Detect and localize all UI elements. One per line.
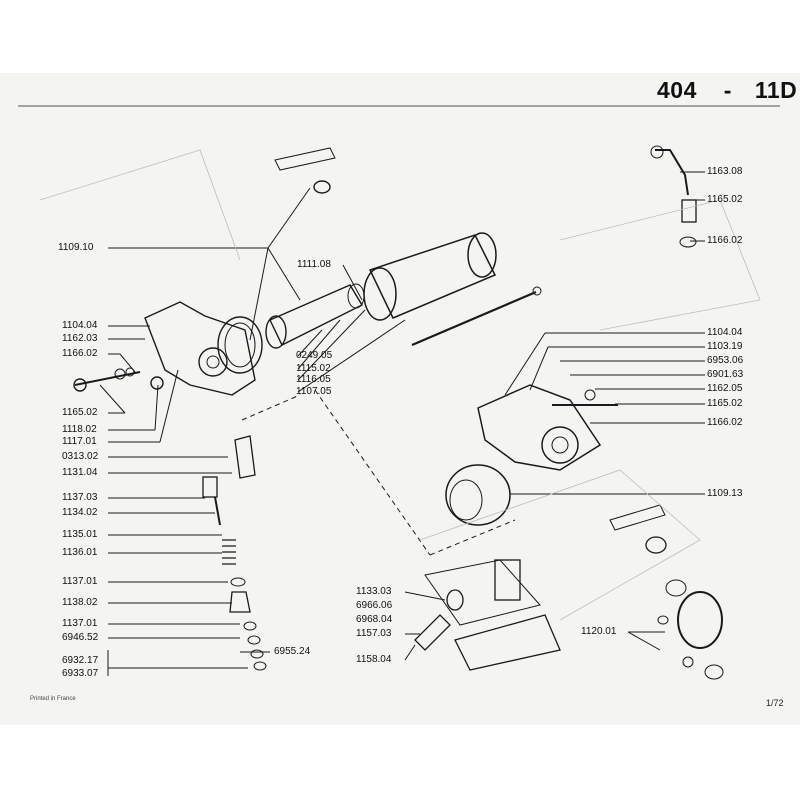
part-label: 6932.17 bbox=[62, 655, 99, 666]
part-label: 1133.03 bbox=[356, 586, 392, 597]
part-label: 6953.06 bbox=[707, 355, 744, 366]
part-label: 1136.01 bbox=[62, 547, 98, 558]
catalog-page bbox=[0, 73, 800, 725]
part-label: 1104.04 bbox=[707, 327, 743, 338]
part-label: 6966.06 bbox=[356, 600, 393, 611]
part-label: 0249.05 bbox=[296, 350, 333, 361]
part-label: 1163.08 bbox=[707, 166, 743, 177]
part-label: 1134.02 bbox=[62, 507, 98, 518]
part-label: 1162.05 bbox=[707, 383, 743, 394]
part-label: 1165.02 bbox=[707, 398, 743, 409]
part-label: 1117.01 bbox=[62, 436, 97, 447]
part-label: 6901.63 bbox=[707, 369, 744, 380]
part-label: 1118.02 bbox=[62, 424, 97, 435]
part-label: 1166.02 bbox=[62, 348, 98, 359]
header-separator: - bbox=[723, 77, 732, 103]
part-label: 1120.01 bbox=[581, 626, 617, 637]
part-label: 1166.02 bbox=[707, 235, 743, 246]
part-label: 1165.02 bbox=[707, 194, 743, 205]
part-label: 1135.01 bbox=[62, 529, 98, 540]
part-label: 1109.10 bbox=[58, 242, 94, 253]
part-label: 1116.05 bbox=[296, 374, 331, 385]
part-label: 1162.03 bbox=[62, 333, 98, 344]
part-label: 1137.03 bbox=[62, 492, 98, 503]
part-label: 6968.04 bbox=[356, 614, 393, 625]
page-number: 1/72 bbox=[766, 698, 784, 708]
part-label: 1131.04 bbox=[62, 467, 98, 478]
part-label: 1138.02 bbox=[62, 597, 98, 608]
part-label: 1109.13 bbox=[707, 488, 743, 499]
part-label: 6933.07 bbox=[62, 668, 99, 679]
model-number: 404 bbox=[657, 77, 697, 103]
part-label: 1165.02 bbox=[62, 407, 98, 418]
part-label: 1104.04 bbox=[62, 320, 98, 331]
part-label: 1115.02 bbox=[296, 363, 331, 374]
printed-note: Printed in France bbox=[30, 696, 76, 702]
part-label: 6946.52 bbox=[62, 632, 99, 643]
part-label: 1103.19 bbox=[707, 341, 743, 352]
part-label: 1158.04 bbox=[356, 654, 392, 665]
part-label: 1157.03 bbox=[356, 628, 392, 639]
part-label: 1111.08 bbox=[297, 259, 331, 270]
part-label: 1107.05 bbox=[296, 386, 332, 397]
part-label: 0313.02 bbox=[62, 451, 99, 462]
part-label: 1137.01 bbox=[62, 576, 98, 587]
part-label: 1166.02 bbox=[707, 417, 743, 428]
part-label: 6955.24 bbox=[274, 646, 311, 657]
section-code: 11D bbox=[754, 77, 798, 103]
part-label: 1137.01 bbox=[62, 618, 98, 629]
page-header: 404 - 11D bbox=[657, 77, 797, 104]
